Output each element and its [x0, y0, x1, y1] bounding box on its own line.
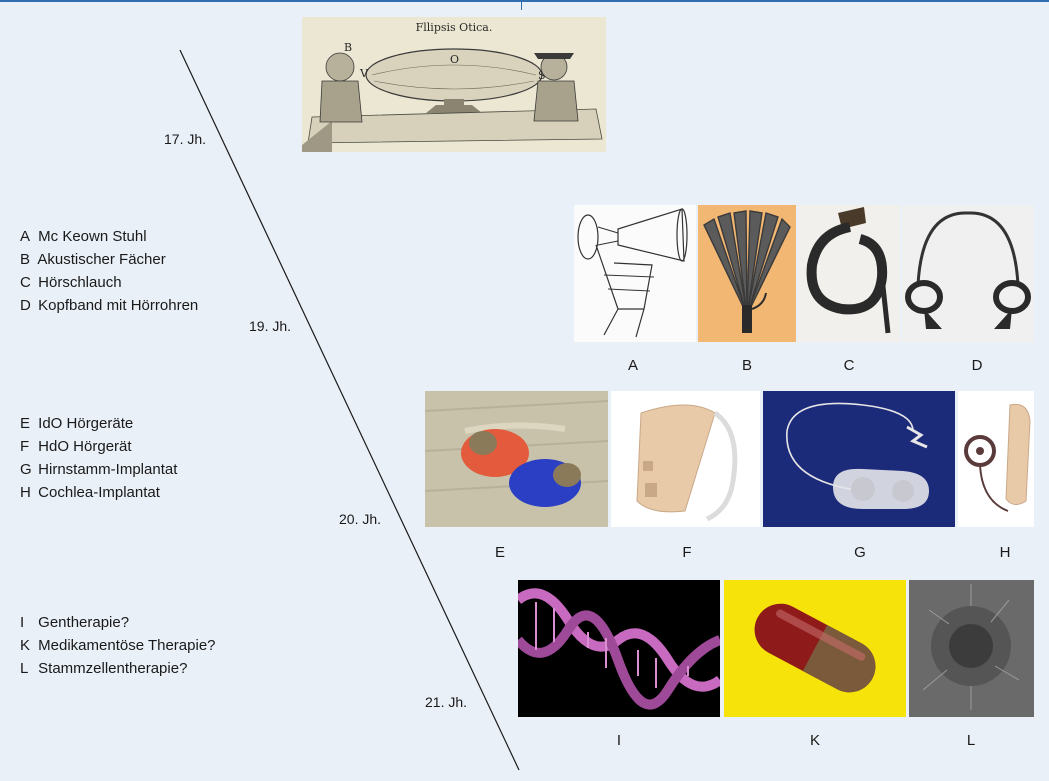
list-item-h: H Cochlea-Implantat — [20, 481, 177, 504]
cochlear-implant-image — [958, 391, 1034, 527]
headband-ear-trumpets-image — [902, 205, 1034, 342]
engraving-title: Fllipsis Otica. — [416, 21, 493, 34]
caption-k: K — [795, 732, 835, 749]
list-21st-century: I Gentherapie? K Medikamentöse Therapie?… — [20, 611, 216, 680]
century-label-21: 21. Jh. — [425, 694, 467, 710]
list-item-i: I Gentherapie? — [20, 611, 216, 634]
stem-cell-image — [909, 580, 1034, 717]
list-item-k: K Medikamentöse Therapie? — [20, 634, 216, 657]
caption-f: F — [667, 544, 707, 561]
svg-text:B: B — [344, 41, 352, 54]
ellipsis-otica-engraving: Fllipsis Otica. O B V S — [302, 17, 606, 152]
list-item-c: C Hörschlauch — [20, 271, 198, 294]
list-item-e: E IdO Hörgeräte — [20, 412, 177, 435]
list-20th-century: E IdO Hörgeräte F HdO Hörgerät G Hirnsta… — [20, 412, 177, 504]
hearing-tube-image — [798, 205, 900, 342]
list-19th-century: A Mc Keown Stuhl B Akustischer Fächer C … — [20, 225, 198, 317]
ido-hearing-aids-image — [425, 391, 608, 527]
dna-helix-image — [518, 580, 720, 717]
century-label-19: 19. Jh. — [249, 318, 291, 334]
list-item-a: A Mc Keown Stuhl — [20, 225, 198, 248]
caption-i: I — [599, 732, 639, 749]
list-item-b: B Akustischer Fächer — [20, 248, 198, 271]
mckeown-chair-image — [574, 205, 696, 342]
caption-c: C — [829, 357, 869, 374]
caption-a: A — [613, 357, 653, 374]
caption-l: L — [951, 732, 991, 749]
hdo-hearing-aid-image — [611, 391, 760, 527]
list-item-d: D Kopfband mit Hörrohren — [20, 294, 198, 317]
list-item-g: G Hirnstamm-Implantat — [20, 458, 177, 481]
caption-d: D — [957, 357, 997, 374]
caption-h: H — [985, 544, 1025, 561]
caption-e: E — [480, 544, 520, 561]
century-label-20: 20. Jh. — [339, 511, 381, 527]
svg-text:V: V — [359, 67, 369, 80]
acoustic-fan-image — [698, 205, 796, 342]
list-item-f: F HdO Hörgerät — [20, 435, 177, 458]
list-item-l: L Stammzellentherapie? — [20, 657, 216, 680]
caption-g: G — [840, 544, 880, 561]
medication-capsule-image — [724, 580, 906, 717]
century-label-17: 17. Jh. — [164, 131, 206, 147]
svg-text:O: O — [450, 53, 459, 66]
caption-b: B — [727, 357, 767, 374]
brainstem-implant-image — [763, 391, 955, 527]
